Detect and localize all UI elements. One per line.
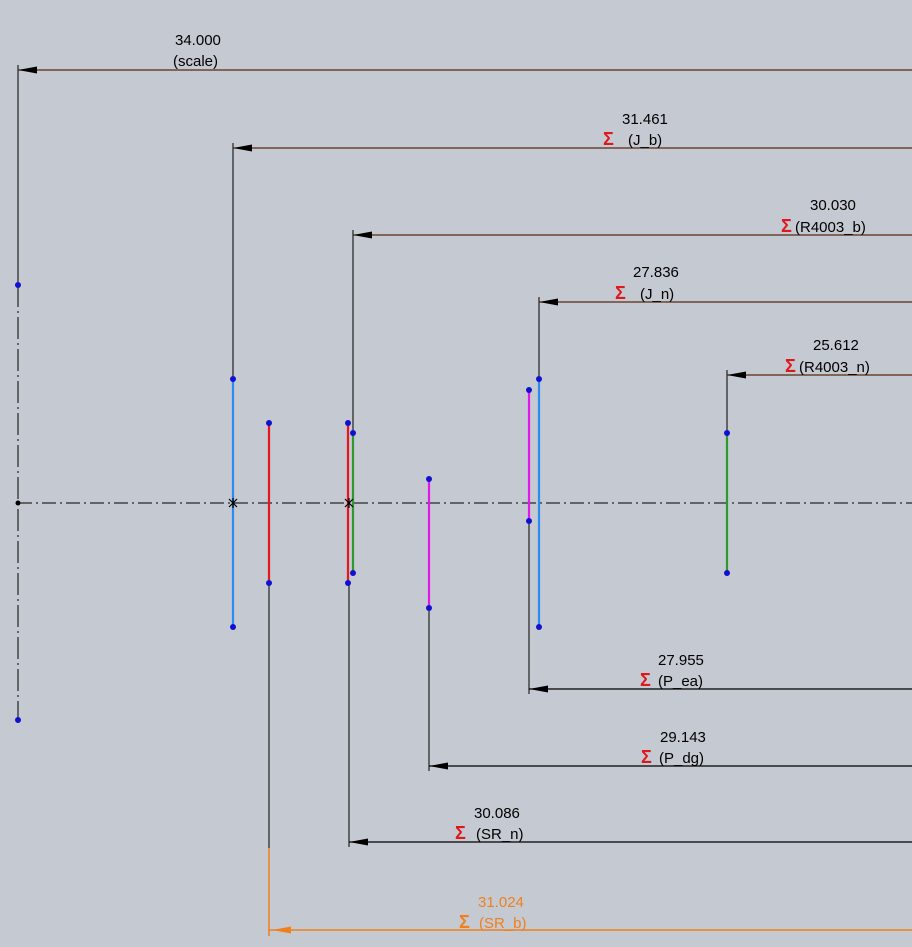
dimension-label: (scale): [173, 53, 218, 70]
dimension-text-P_dg[interactable]: 29.143 Σ (P_dg): [641, 729, 706, 767]
endpoint[interactable]: [15, 717, 21, 723]
arrow-head-icon: [18, 66, 37, 74]
sigma-icon: Σ: [640, 670, 651, 690]
endpoint[interactable]: [536, 624, 542, 630]
dimension-text-J_n[interactable]: 27.836 Σ (J_n): [615, 264, 679, 303]
dimension-value: 25.612: [813, 337, 859, 354]
dimension-text-J_b[interactable]: 31.461 Σ (J_b): [603, 111, 668, 149]
dimension-text-SR_b[interactable]: 31.024 Σ (SR_b): [459, 894, 527, 932]
midpoint-marker[interactable]: [344, 498, 354, 508]
arrow-head-icon: [429, 762, 448, 770]
dimension-lines: [18, 69, 912, 376]
dimension-value: 30.086: [474, 805, 520, 822]
endpoint[interactable]: [724, 430, 730, 436]
dimension-value: 30.030: [810, 197, 856, 214]
endpoint[interactable]: [526, 387, 532, 393]
endpoint[interactable]: [350, 430, 356, 436]
endpoint[interactable]: [350, 570, 356, 576]
dimension-value: 34.000: [175, 32, 221, 49]
sigma-icon: Σ: [603, 129, 614, 149]
sigma-icon: Σ: [781, 216, 792, 236]
dimension-value: 27.836: [633, 264, 679, 281]
sigma-icon: Σ: [785, 356, 796, 376]
extension-lines: [17, 65, 728, 848]
arrow-head-icon: [233, 144, 252, 152]
dimension-value: 31.024: [478, 894, 524, 911]
dimension-label: (P_dg): [659, 750, 704, 767]
dimension-value: 27.955: [658, 652, 704, 669]
endpoint[interactable]: [15, 282, 21, 288]
endpoint[interactable]: [230, 624, 236, 630]
dimension-text-scale[interactable]: 34.000 (scale): [173, 32, 221, 70]
endpoint[interactable]: [526, 518, 532, 524]
arrow-head-icon: [349, 838, 368, 846]
dimension-label: (R4003_b): [795, 219, 866, 236]
endpoint[interactable]: [345, 420, 351, 426]
midpoint-marker[interactable]: [228, 498, 238, 508]
sigma-icon: Σ: [615, 283, 626, 303]
dimension-label: (P_ea): [658, 673, 703, 690]
sigma-icon: Σ: [641, 747, 652, 767]
arrow-head-icon: [353, 231, 372, 239]
dimension-text-R4003_b[interactable]: 30.030 Σ (R4003_b): [781, 197, 866, 236]
dimension-text-SR_n[interactable]: 30.086 Σ (SR_n): [455, 805, 524, 843]
sigma-icon: Σ: [459, 912, 470, 932]
endpoint[interactable]: [426, 476, 432, 482]
endpoint[interactable]: [536, 376, 542, 382]
arrow-head-icon: [529, 685, 548, 693]
dimension-value: 29.143: [660, 729, 706, 746]
endpoint[interactable]: [724, 570, 730, 576]
sigma-icon: Σ: [455, 823, 466, 843]
endpoint[interactable]: [426, 605, 432, 611]
dimension-label: (J_b): [628, 132, 662, 149]
arrow-head-icon: [539, 298, 558, 306]
dimension-text-R4003_n[interactable]: 25.612 Σ (R4003_n): [785, 337, 870, 376]
origin-point-icon[interactable]: [15, 500, 21, 506]
dimension-label: (R4003_n): [799, 359, 870, 376]
dimension-label: (SR_n): [476, 826, 524, 843]
endpoint[interactable]: [266, 580, 272, 586]
dimension-label: (J_n): [640, 286, 674, 303]
dimension-text-P_ea[interactable]: 27.955 Σ (P_ea): [640, 652, 704, 690]
dimension-value: 31.461: [622, 111, 668, 128]
arrow-head-icon: [272, 926, 291, 934]
endpoint[interactable]: [230, 376, 236, 382]
endpoint[interactable]: [266, 420, 272, 426]
arrow-head-icon: [727, 371, 746, 379]
endpoint[interactable]: [345, 580, 351, 586]
dimension-label: (SR_b): [479, 915, 527, 932]
